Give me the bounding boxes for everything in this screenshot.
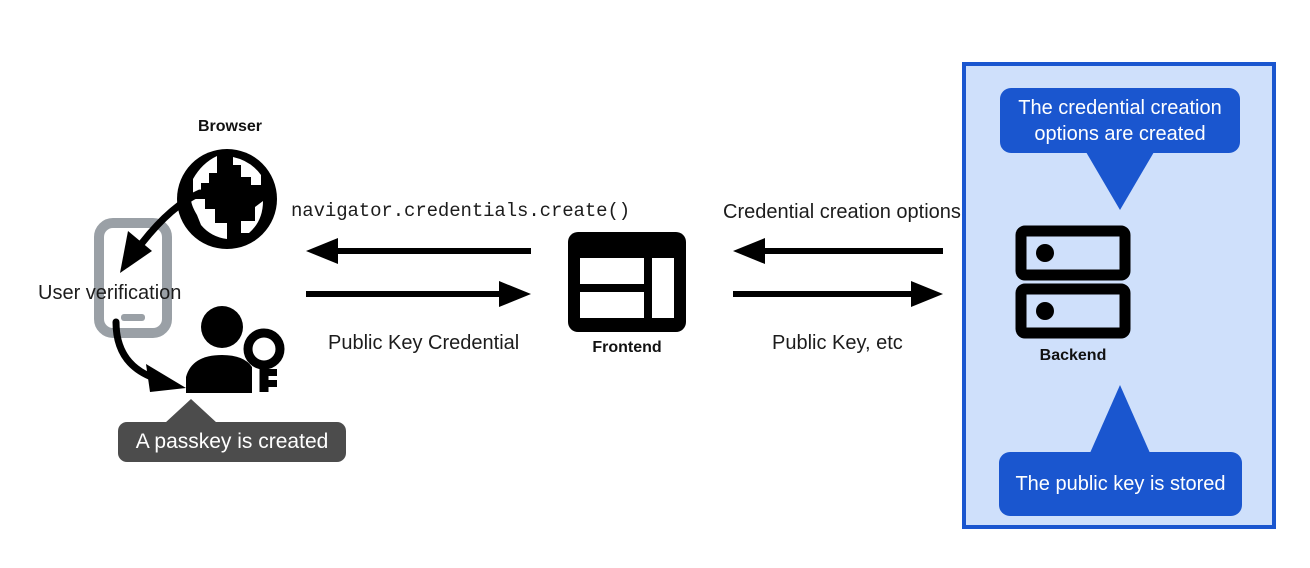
server-rack-icon [1015,225,1131,339]
tooltip-passkey-created-label: A passkey is created [135,430,329,453]
person-with-key-icon [186,305,286,395]
edge-label-public-key-credential: Public Key Credential [328,332,520,354]
backend-label: Backend [1039,347,1107,364]
mobile-device-icon [94,218,172,338]
arrow-browser-to-frontend-icon [306,281,531,307]
callout-credential-options-label: The credential creation options are crea… [1018,96,1222,145]
callout-public-key-stored-label: The public key is stored [1015,473,1226,495]
edge-label-public-key-etc: Public Key, etc [772,332,903,354]
callout-public-key-stored: The public key is stored [999,452,1242,516]
tooltip-tail-icon [165,399,217,423]
globe-icon [171,143,283,255]
frontend-label: Frontend [592,339,662,356]
arrow-backend-to-frontend-icon [733,238,943,264]
globe-to-device-arrow-icon [100,185,210,285]
edge-label-credential-creation-options: Credential creation options [723,201,961,223]
browser-label: Browser [197,118,263,135]
callout-bottom-tail-icon [1090,385,1150,453]
device-to-user-arrow-icon [108,318,218,400]
dashboard-window-icon [568,232,686,332]
edge-label-navigator-credentials-create: navigator.credentials.create() [291,200,631,222]
tooltip-passkey-created: A passkey is created [118,422,346,462]
user-verification-label: User verification [38,282,182,304]
arrow-frontend-to-backend-icon [733,281,943,307]
arrow-frontend-to-browser-icon [306,238,531,264]
callout-credential-options-created: The credential creation options are crea… [1000,88,1240,153]
callout-top-tail-icon [1086,152,1154,210]
